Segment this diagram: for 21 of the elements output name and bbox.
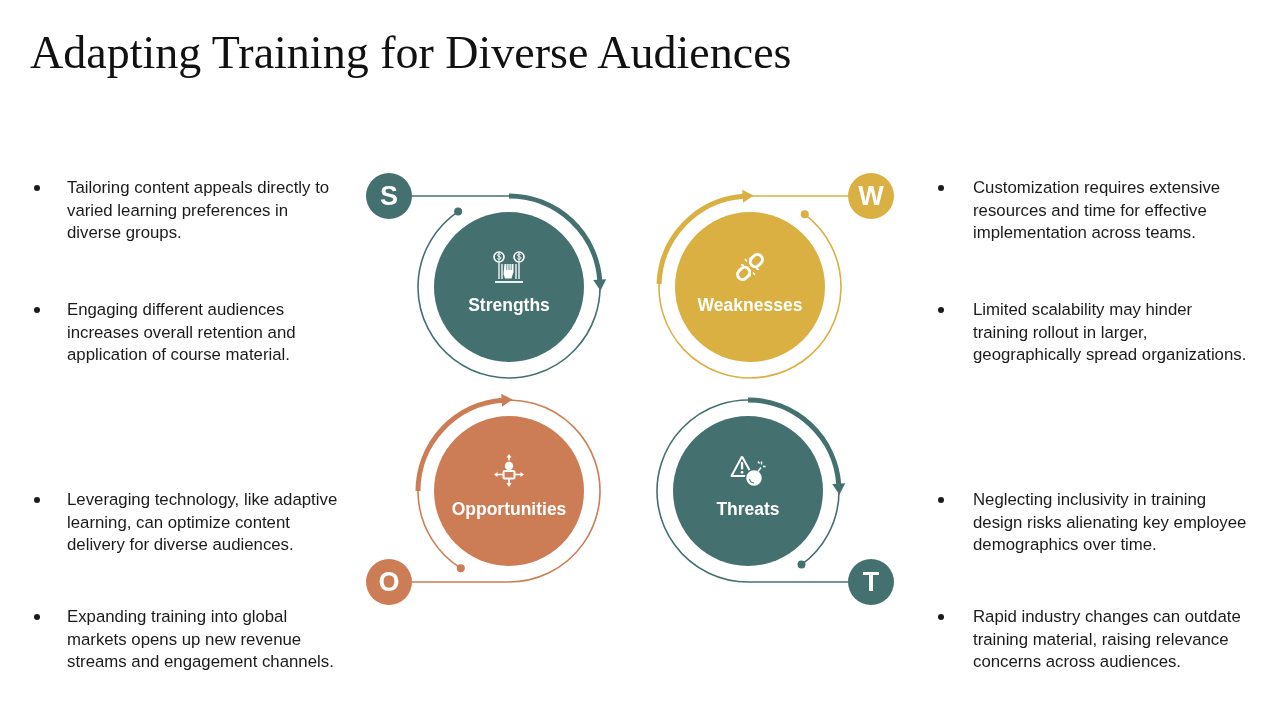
letter-badge: S: [366, 173, 412, 219]
bullet-text: Rapid industry changes can outdate training material, raising relevance concerns across audiences.: [973, 606, 1242, 673]
quadrant-circle: [675, 212, 825, 362]
quadrant-label: Weaknesses: [697, 294, 803, 316]
bullet-text: Neglecting inclusivity in training design risks alienating key employee demographics over time.: [973, 489, 1248, 556]
slide-title: Adapting Training for Diverse Audiences: [30, 26, 792, 80]
bullet-text: Limited scalability may hinder training rollout in larger, geographically spread organizations.: [973, 299, 1248, 366]
quadrant-circle: [434, 416, 584, 566]
quadrant-circle: [673, 416, 823, 566]
bullet-text: Expanding training into global markets opens up new revenue streams and engagement channels.: [67, 606, 335, 673]
bullet-text: Leveraging technology, like adaptive learning, can optimize content delivery for diverse audiences.: [67, 489, 339, 556]
bullet-text: Tailoring content appeals directly to varied learning preferences in diverse groups.: [67, 177, 331, 244]
letter-badge: W: [848, 173, 894, 219]
letter-badge: O: [366, 559, 412, 605]
quadrant-label: Strengths: [468, 294, 550, 316]
quadrant-circle: [434, 212, 584, 362]
letter-badge: T: [848, 559, 894, 605]
bullet-text: Engaging different audiences increases overall retention and application of course material.: [67, 299, 297, 366]
quadrant-label: Threats: [716, 498, 780, 520]
quadrant-label: Opportunities: [451, 498, 567, 520]
bullet-text: Customization requires extensive resources and time for effective implementation across teams.: [973, 177, 1222, 244]
